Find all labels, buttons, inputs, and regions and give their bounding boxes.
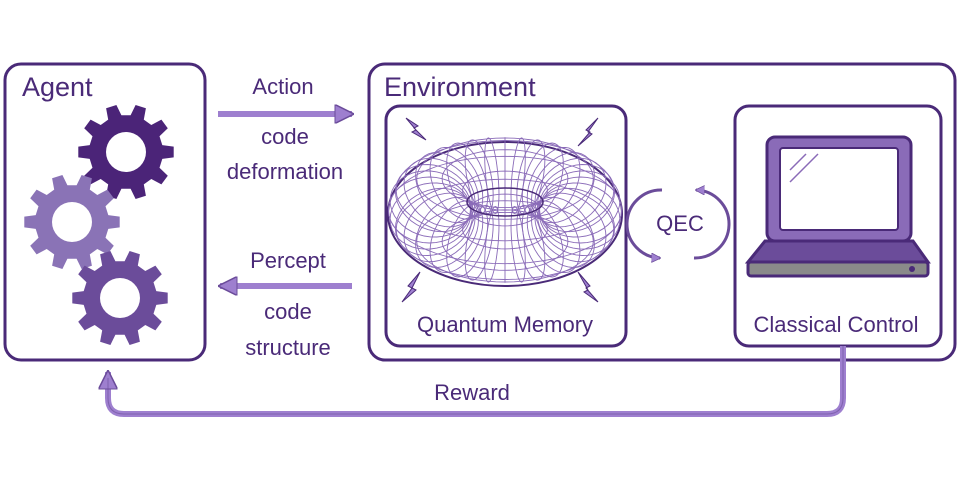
environment-title: Environment bbox=[384, 72, 536, 102]
qec-label: QEC bbox=[656, 211, 704, 236]
lightning-icon bbox=[577, 271, 599, 303]
action-detail-2: deformation bbox=[226, 159, 344, 184]
qec-cycle-icon bbox=[625, 190, 731, 258]
percept-label: Percept bbox=[250, 248, 326, 273]
gear-dark-icon bbox=[78, 105, 174, 199]
laptop-icon bbox=[744, 135, 931, 278]
percept-detail-1: code bbox=[264, 299, 312, 324]
gear-mid-icon bbox=[72, 251, 168, 345]
agent-title: Agent bbox=[22, 72, 93, 102]
classical-control-label: Classical Control bbox=[753, 312, 919, 337]
lightning-icon bbox=[405, 117, 427, 141]
gear-light-icon bbox=[24, 175, 120, 269]
lightning-icon bbox=[401, 271, 421, 303]
action-detail-1: code bbox=[261, 124, 309, 149]
quantum-memory-label: Quantum Memory bbox=[416, 312, 594, 337]
percept-detail-2: structure bbox=[245, 335, 331, 360]
torus-icon bbox=[387, 137, 623, 287]
reward-label: Reward bbox=[434, 380, 510, 405]
action-label: Action bbox=[252, 74, 314, 99]
lightning-icon bbox=[577, 117, 599, 147]
